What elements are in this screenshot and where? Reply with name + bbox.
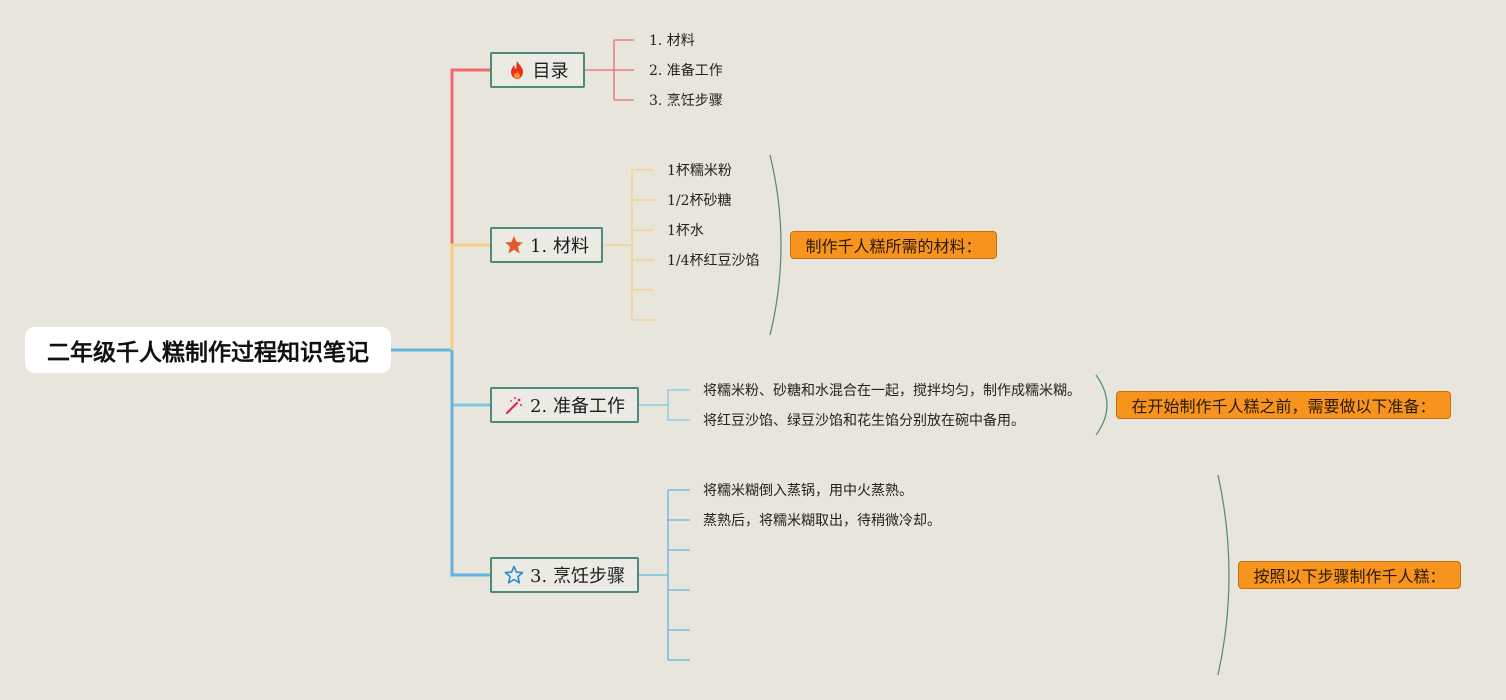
branch-materials[interactable]: 1. 材料	[490, 227, 603, 263]
branch-cooking[interactable]: 3. 烹饪步骤	[490, 557, 639, 593]
connector-prep-leaves	[638, 389, 690, 421]
summary-materials-text: 制作千人糕所需的材料：	[805, 237, 982, 256]
connector-toc-leaves	[584, 39, 634, 101]
summary-materials[interactable]: 制作千人糕所需的材料：	[790, 231, 997, 259]
toc-item[interactable]: 1. 材料	[649, 33, 695, 49]
branch-prep[interactable]: 2. 准备工作	[490, 387, 639, 423]
connector-prep	[450, 350, 491, 407]
toc-item[interactable]: 3. 烹饪步骤	[649, 93, 723, 109]
material-item[interactable]: 1杯水	[667, 223, 704, 239]
connector-materials	[450, 243, 491, 350]
cooking-item[interactable]: 蒸熟后，将糯米糊取出，待稍微冷却。	[703, 513, 941, 529]
connector-cooking	[450, 350, 491, 577]
branch-prep-label: 2. 准备工作	[530, 396, 625, 417]
bracket-cooking	[1217, 474, 1230, 676]
summary-cooking[interactable]: 按照以下步骤制作千人糕：	[1238, 561, 1461, 589]
fire-icon	[507, 60, 527, 80]
branch-toc-label: 目录	[532, 61, 569, 82]
branch-cooking-label: 3. 烹饪步骤	[530, 566, 625, 587]
cooking-item[interactable]: 将糯米糊倒入蒸锅，用中火蒸熟。	[703, 483, 913, 499]
connector-materials-leaves	[602, 169, 654, 321]
toc-item[interactable]: 2. 准备工作	[649, 63, 723, 79]
root-topic[interactable]: 二年级千人糕制作过程知识笔记	[25, 327, 391, 373]
prep-item[interactable]: 将红豆沙馅、绿豆沙馅和花生馅分别放在碗中备用。	[703, 413, 1025, 429]
summary-prep[interactable]: 在开始制作千人糕之前，需要做以下准备：	[1116, 391, 1451, 419]
bracket-materials	[769, 154, 782, 336]
star-outline-icon	[504, 565, 524, 585]
connector-toc	[450, 68, 491, 350]
connector-cooking-leaves	[638, 489, 690, 661]
summary-prep-text: 在开始制作千人糕之前，需要做以下准备：	[1131, 397, 1436, 416]
branch-materials-label: 1. 材料	[530, 236, 589, 257]
star-icon	[504, 235, 524, 255]
root-title: 二年级千人糕制作过程知识笔记	[47, 340, 369, 366]
material-item[interactable]: 1/4杯红豆沙馅	[667, 253, 760, 269]
branch-toc[interactable]: 目录	[490, 52, 585, 88]
magic-wand-icon	[504, 395, 524, 415]
material-item[interactable]: 1/2杯砂糖	[667, 193, 732, 209]
material-item[interactable]: 1杯糯米粉	[667, 163, 732, 179]
prep-item[interactable]: 将糯米粉、砂糖和水混合在一起，搅拌均匀，制作成糯米糊。	[703, 383, 1081, 399]
bracket-prep	[1095, 374, 1108, 436]
summary-cooking-text: 按照以下步骤制作千人糕：	[1253, 567, 1446, 586]
